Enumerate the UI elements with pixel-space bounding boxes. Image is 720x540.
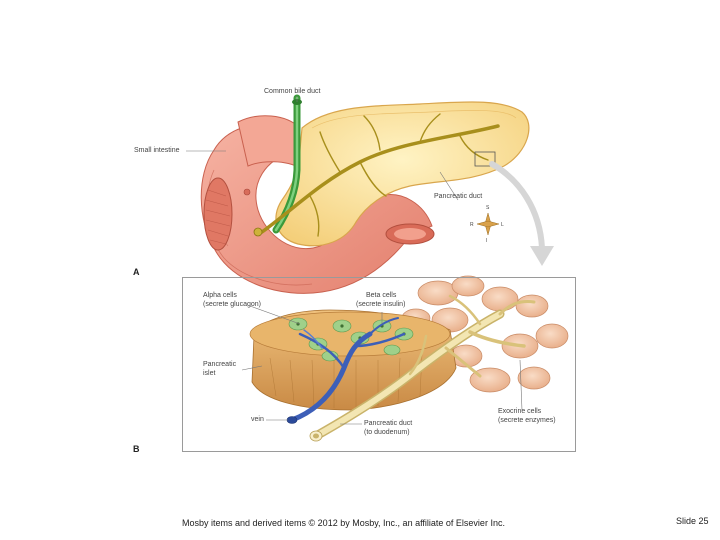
zoom-box <box>474 151 496 167</box>
label-pancreatic-duct-b: Pancreatic duct <box>364 420 413 427</box>
label-pancreatic-duct-a: Pancreatic duct <box>434 193 483 200</box>
intestine-lumen <box>203 177 233 251</box>
label-exocrine-cells-note: (secrete enzymes) <box>498 417 556 424</box>
copyright-credit: Mosby items and derived items © 2012 by … <box>182 518 505 528</box>
pancreatic-duct-a <box>260 113 500 237</box>
compass-south: I <box>486 238 488 244</box>
compass-north: S <box>486 205 490 211</box>
compass-west: R <box>470 222 474 228</box>
label-pancreatic-islet-2: islet <box>203 370 216 377</box>
compass-rose <box>476 212 500 236</box>
label-alpha-cells-note: (secrete glucagon) <box>203 301 261 308</box>
panel-letter-b: B <box>133 444 140 454</box>
compass-east: L <box>501 222 504 228</box>
vein-vessel <box>289 317 406 423</box>
pancreatic-duct-b <box>311 294 536 441</box>
panel-b-frame <box>182 277 576 452</box>
label-small-intestine: Small intestine <box>134 147 180 154</box>
label-beta-cells: Beta cells <box>366 292 397 299</box>
label-exocrine-cells: Exocrine cells <box>498 408 542 415</box>
slide-number: Slide 25 <box>676 516 709 526</box>
label-vein: vein <box>251 416 264 423</box>
label-common-bile-duct: Common bile duct <box>264 88 321 95</box>
zoom-arrow <box>489 161 545 251</box>
panel-letter-a: A <box>133 267 140 277</box>
label-beta-cells-note: (secrete insulin) <box>356 301 406 308</box>
label-alpha-cells: Alpha cells <box>203 292 237 299</box>
label-pancreatic-duct-b-note: (to duodenum) <box>364 429 410 436</box>
label-pancreatic-islet-1: Pancreatic <box>203 361 237 368</box>
